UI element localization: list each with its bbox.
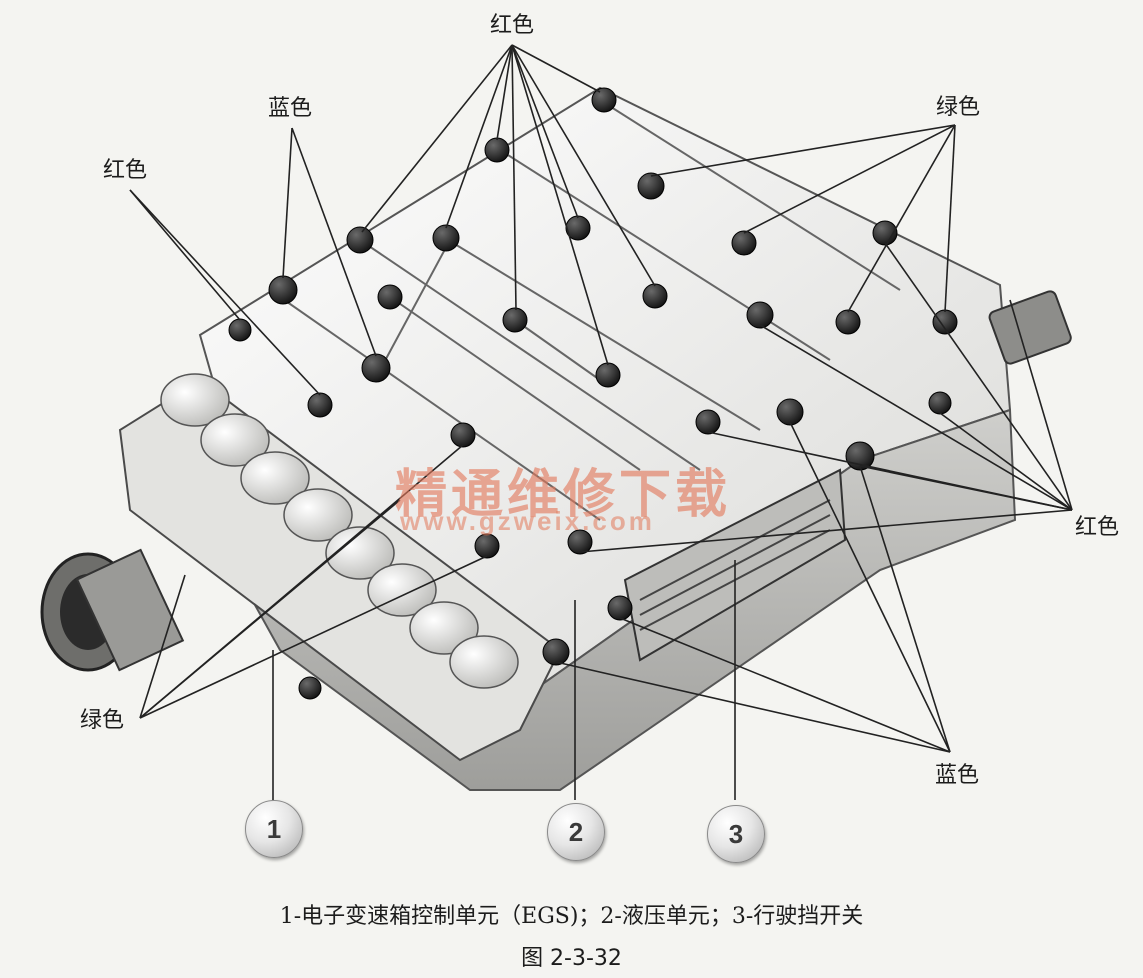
callout-2: 2 — [547, 803, 605, 861]
valve-rails — [269, 99, 901, 521]
label-green-right: 绿色 — [936, 95, 981, 120]
label-blue-bottom: 蓝色 — [935, 763, 980, 788]
solenoid-markers — [228, 87, 958, 700]
label-red-left: 红色 — [103, 158, 148, 183]
egs-cylinders — [160, 373, 519, 689]
watermark-text: 精通维修下载 — [395, 464, 732, 525]
leader-lines — [129, 44, 1073, 800]
callout-1: 1 — [245, 800, 303, 858]
watermark-url: www.gzweix.com — [400, 506, 655, 536]
label-red-right: 红色 — [1075, 515, 1120, 540]
label-red-top: 红色 — [490, 13, 535, 38]
figure-caption: 1-电子变速箱控制单元（EGS)；2-液压单元；3-行驶挡开关 — [279, 904, 864, 929]
right-connector — [988, 290, 1072, 365]
figure-number: 图 2-3-32 — [521, 946, 622, 971]
label-green-left: 绿色 — [80, 708, 125, 733]
callout-3: 3 — [707, 805, 765, 863]
electrical-connector — [40, 548, 185, 672]
label-blue-top: 蓝色 — [268, 96, 313, 121]
